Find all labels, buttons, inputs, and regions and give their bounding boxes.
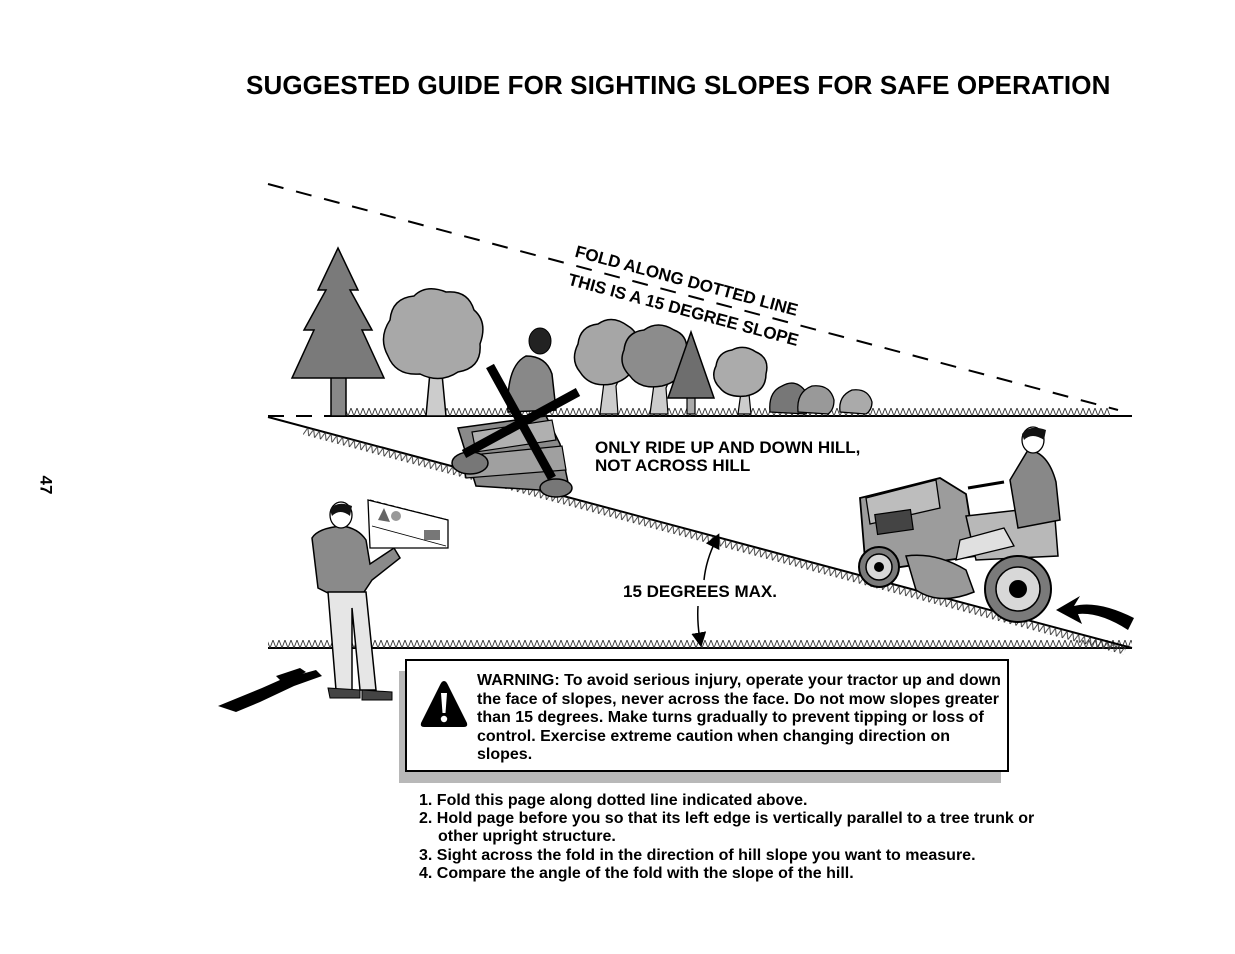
tree-round-3-icon [713, 346, 768, 415]
prohibited-x-icon [461, 363, 581, 481]
bush-3-icon [839, 389, 873, 415]
tree-pine-icon [290, 246, 386, 417]
ride-instruction-line1: ONLY RIDE UP AND DOWN HILL, [595, 438, 861, 457]
ride-instruction: ONLY RIDE UP AND DOWN HILL, NOT ACROSS H… [595, 439, 860, 475]
horizon-ground [330, 408, 1132, 417]
angle-indicator-arrows [691, 533, 720, 648]
max-angle-label: 15 DEGREES MAX. [623, 582, 777, 601]
across-slope-tractor-icon [451, 327, 573, 498]
page-title: SUGGESTED GUIDE FOR SIGHTING SLOPES FOR … [246, 70, 1111, 100]
warning-triangle-icon [420, 681, 468, 727]
tree-round-1-icon [573, 318, 639, 415]
folded-page-icon [367, 499, 449, 549]
instruction-step-2: 2. Hold page before you so that its left… [419, 810, 1035, 846]
fold-dotted-line [267, 183, 1119, 411]
bush-2-icon [797, 385, 835, 415]
uphill-tractor-icon [858, 426, 1061, 623]
sighting-person-icon [218, 499, 449, 712]
uphill-direction-arrow-icon [1056, 596, 1134, 630]
warning-box: WARNING: To avoid serious injury, operat… [405, 659, 1009, 772]
instruction-step-1: 1. Fold this page along dotted line indi… [419, 792, 808, 809]
bottom-ground [268, 640, 1132, 649]
tree-cone-icon [666, 329, 716, 415]
ride-instruction-line2: NOT ACROSS HILL [595, 456, 751, 475]
warning-text: WARNING: To avoid serious injury, operat… [477, 672, 1001, 763]
tree-round-2-icon [621, 324, 688, 415]
instruction-step-3: 3. Sight across the fold in the directio… [419, 846, 976, 864]
instructions-list: 1. Fold this page along dotted line indi… [419, 792, 1039, 883]
instruction-step-4: 4. Compare the angle of the fold with th… [419, 864, 854, 882]
tree-oak-icon [382, 288, 484, 417]
